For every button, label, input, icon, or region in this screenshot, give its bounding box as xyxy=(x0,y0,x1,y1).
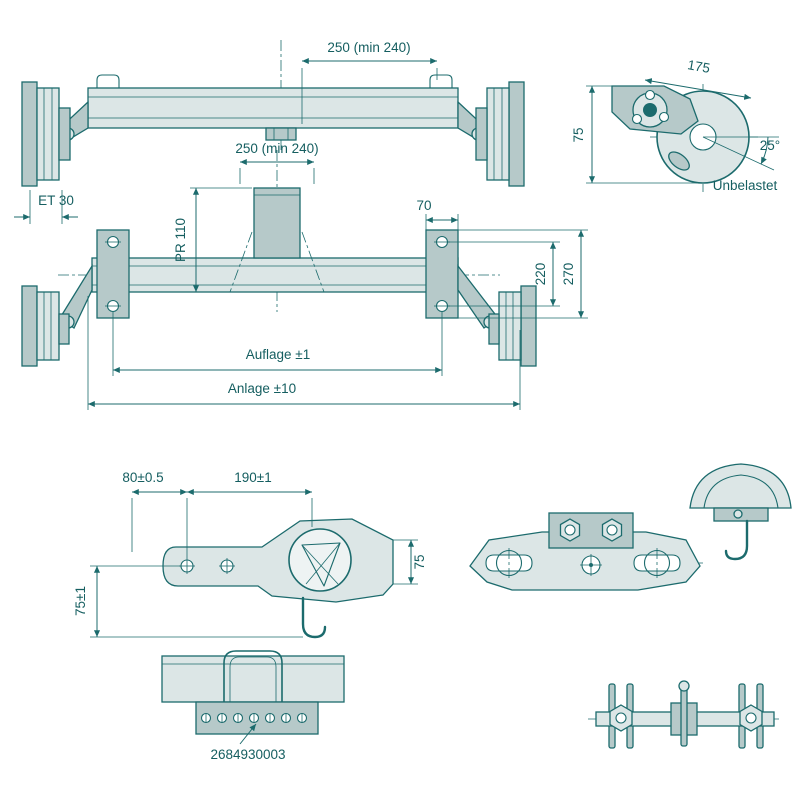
fender-cap xyxy=(689,463,792,509)
center-bolt xyxy=(678,680,690,747)
fender-bracket-view xyxy=(689,463,792,561)
rivet-strip xyxy=(195,701,319,735)
dim-label-270: 270 xyxy=(561,263,576,286)
hex-nut-right xyxy=(739,704,763,732)
spring-clip xyxy=(223,650,283,702)
dim-label-75-bracket: 75 xyxy=(412,554,427,569)
hex-bolt-left xyxy=(559,518,581,542)
bracket-holes xyxy=(179,558,235,574)
dim-175: 175 xyxy=(644,57,752,100)
torsion-profile xyxy=(301,542,341,587)
axle-beam-front xyxy=(87,74,459,141)
left-wheel-top xyxy=(21,263,93,367)
tie-hook-right xyxy=(429,74,453,88)
bracket-body xyxy=(162,518,394,603)
slot-hole-right xyxy=(633,548,681,578)
dim-pr110: PR 110 xyxy=(173,187,252,292)
mounting-plate-view xyxy=(469,512,706,591)
dim-label-et30: ET 30 xyxy=(38,193,74,208)
dim-75-detail: 75 xyxy=(571,85,700,184)
right-wheel-front xyxy=(457,81,525,187)
center-tube xyxy=(229,187,325,293)
dim-et30: ET 30 xyxy=(14,190,78,224)
dim-label-190: 190±1 xyxy=(234,470,271,485)
dim-label-25deg: 25° xyxy=(760,138,780,153)
right-wheel-top xyxy=(457,264,537,367)
hex-bolt-right xyxy=(601,518,623,542)
left-flange-plate xyxy=(96,229,130,319)
dim-25deg: 25° xyxy=(702,136,780,171)
dim-label-auflage: Auflage ±1 xyxy=(246,347,310,362)
dim-70: 70 xyxy=(416,198,459,230)
center-hole xyxy=(580,554,602,576)
swing-arm-bracket-view: 80±0.5 190±1 75 75±1 xyxy=(73,470,427,639)
center-clamp xyxy=(265,127,297,141)
dim-label-220: 220 xyxy=(533,263,548,286)
dim-label-80: 80±0.5 xyxy=(122,470,163,485)
dim-auflage: Auflage ±1 xyxy=(112,312,443,376)
dim-label-pr110: PR 110 xyxy=(173,218,188,262)
dim-label-75-detail: 75 xyxy=(571,127,586,142)
adjuster-slot xyxy=(668,151,690,171)
suspension-detail-view: 175 75 25° Unbelastet xyxy=(571,57,780,193)
shock-hook xyxy=(301,596,327,639)
axle-tube-section xyxy=(161,655,345,703)
dim-label-70: 70 xyxy=(416,198,431,213)
u-bolt-bottom-view xyxy=(588,680,782,749)
hex-nut-left xyxy=(609,704,633,732)
dim-label-250-front: 250 (min 240) xyxy=(327,40,410,55)
dim-label-175: 175 xyxy=(686,57,711,76)
tie-hook-left xyxy=(96,74,120,88)
dim-270: 270 xyxy=(458,229,588,319)
dim-250-top: 250 (min 240) xyxy=(235,141,319,184)
dim-75-bracket: 75 xyxy=(393,539,427,585)
dim-80-190-chain: 80±0.5 190±1 xyxy=(122,470,313,558)
dim-anlage: Anlage ±10 xyxy=(87,296,521,410)
part-number-label: 2684930003 xyxy=(210,747,285,762)
dim-label-250-top: 250 (min 240) xyxy=(235,141,318,156)
fender-bolt xyxy=(733,509,743,519)
left-wheel-front xyxy=(21,81,89,187)
axle-top-view: 250 (min 240) PR 110 70 220 270 xyxy=(21,141,588,410)
dim-75-1: 75±1 xyxy=(73,565,303,638)
caption-unbelastet: Unbelastet xyxy=(713,178,778,193)
axle-front-view: 250 (min 240) ET 30 xyxy=(14,40,525,224)
fender-hook xyxy=(724,519,749,561)
slot-hole-left xyxy=(485,548,533,578)
right-flange-plate xyxy=(425,229,459,319)
dim-label-anlage: Anlage ±10 xyxy=(228,381,296,396)
torsion-core xyxy=(643,103,657,117)
torsion-opening xyxy=(288,528,352,592)
axle-clamp-profile-view: 2684930003 xyxy=(161,650,345,762)
part-number-leader xyxy=(239,723,257,745)
axle-beam-top xyxy=(91,257,459,293)
dim-label-75-1: 75±1 xyxy=(73,586,88,616)
dim-250-front: 250 (min 240) xyxy=(301,40,438,124)
dim-220: 220 xyxy=(448,241,560,307)
